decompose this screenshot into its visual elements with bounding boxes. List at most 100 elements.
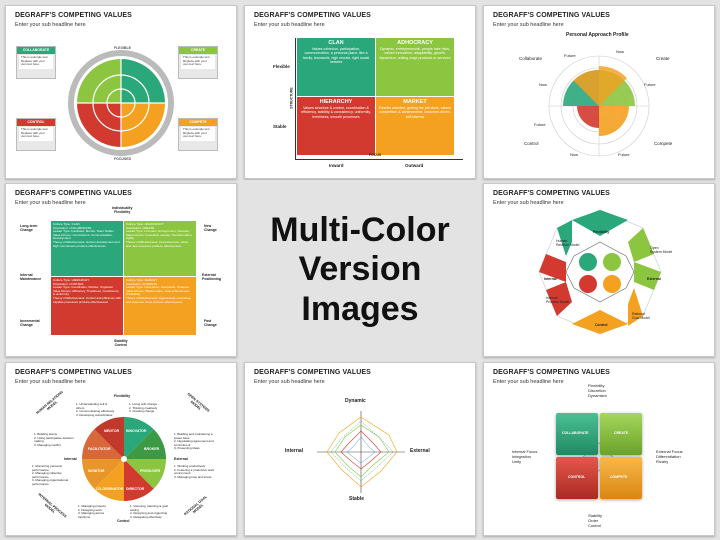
role-director: DIRECTOR bbox=[126, 487, 145, 491]
list-bottom-left: 1. Monitoring personal performance 2. Ma… bbox=[32, 464, 74, 487]
role-facilitator: FACILITATOR bbox=[88, 447, 111, 451]
slide-subtitle: Enter your sub headline here bbox=[15, 22, 86, 28]
control-label: CONTROL bbox=[17, 119, 55, 126]
bottom-axis-label: Stability Control bbox=[114, 339, 128, 348]
human-relations-model: HUMAN RELATIONS MODEL bbox=[35, 390, 64, 415]
slide-title: DEGRAFF'S COMPETING VALUES bbox=[15, 369, 132, 376]
slide-subtitle: Enter your sub headline here bbox=[15, 200, 86, 206]
compete-tile bbox=[600, 457, 642, 499]
market-body: Results oriented, getting the job done, … bbox=[379, 106, 451, 119]
axis-flexible: Flexible bbox=[273, 64, 290, 69]
axis-inward: Inward bbox=[329, 163, 344, 168]
adhocracy-body: Dynamic, entrepreneurial, people take ri… bbox=[379, 47, 451, 60]
list-item: 3. Presenting ideas bbox=[174, 446, 200, 451]
thumbnail-slide-6[interactable]: DEGRAFF'S COMPETING VALUES Enter your su… bbox=[5, 362, 237, 536]
control-box: CONTROL This is example text. Replace wi… bbox=[16, 118, 56, 151]
label-future-right: Future bbox=[644, 82, 656, 87]
left-mid-label: Internal Maintenance bbox=[20, 273, 42, 282]
rational-goal-label: Rational Goal Model bbox=[632, 312, 650, 321]
clan-quadrant: CLAN Values cohesion, participation, com… bbox=[297, 38, 375, 96]
list-item: Order bbox=[588, 518, 599, 524]
list-item: 2. Designing work bbox=[78, 507, 102, 512]
list-item: Integration bbox=[512, 454, 531, 460]
internal-process-label: Internal Process Model bbox=[546, 296, 570, 305]
thumbnail-slide-1[interactable]: DEGRAFF'S COMPETING VALUES Enter your su… bbox=[5, 5, 237, 179]
list-item: Control bbox=[588, 523, 601, 529]
list-item: 1. Managing projects bbox=[78, 504, 106, 508]
label-now-left: Now bbox=[539, 82, 548, 87]
thumbnail-slide-7[interactable]: DEGRAFF'S COMPETING VALUES Enter your su… bbox=[244, 362, 476, 536]
collaborate-label: COLLABORATE bbox=[17, 47, 55, 54]
slide-title: DEGRAFF'S COMPETING VALUES bbox=[493, 190, 610, 197]
slide-title: DEGRAFF'S COMPETING VALUES bbox=[493, 12, 610, 19]
axis-stable: Stable bbox=[273, 124, 287, 129]
clan-body: Values cohesion, participation, communic… bbox=[302, 47, 370, 65]
top-axis-label: Individuality Flexibility bbox=[112, 206, 133, 215]
role-coordinator: CO-ORDINATOR bbox=[96, 487, 124, 491]
ring-label-bottom: FOCUSED bbox=[114, 157, 132, 161]
slide-title: DEGRAFF'S COMPETING VALUES bbox=[254, 369, 371, 376]
list-item: 2. Using participative decision making bbox=[34, 435, 74, 444]
compete-text: This is example text. Replace with your … bbox=[181, 127, 215, 141]
competing-roles-pie bbox=[82, 417, 166, 501]
slide-title: DEGRAFF'S COMPETING VALUES bbox=[493, 369, 610, 376]
list-left: 1. Building teams 2. Using participative… bbox=[34, 432, 74, 447]
bottom-list: Stability Order Control bbox=[588, 513, 602, 529]
control-tile bbox=[556, 457, 598, 499]
right-bottom-label: Fast Change bbox=[204, 319, 217, 328]
adhocracy-heading: ADHOCRACY bbox=[397, 40, 433, 46]
internal-label: Internal bbox=[544, 277, 557, 281]
adhocracy-quadrant: ADHOCRACY Dynamic, entrepreneurial, peop… bbox=[376, 38, 454, 96]
market-quadrant: MARKET Results oriented, getting the job… bbox=[376, 97, 454, 155]
right-top-label: New Change bbox=[204, 224, 217, 233]
slide-subtitle: Enter your sub headline here bbox=[493, 22, 564, 28]
thumbnail-slide-3[interactable]: DEGRAFF'S COMPETING VALUES Enter your su… bbox=[483, 5, 715, 179]
internal-process-model: INTERNAL PROCESS MODEL bbox=[37, 492, 68, 519]
market-heading: MARKET bbox=[403, 99, 427, 105]
list-item: 3. Developing subordinates bbox=[76, 412, 113, 417]
list-item: 2. Fostering a productive work environme… bbox=[174, 467, 215, 476]
list-item: 1. Building and maintaining a power base bbox=[174, 432, 213, 440]
list-item: Discretion bbox=[588, 388, 606, 394]
right-mid-label: External Positioning bbox=[202, 273, 222, 282]
list-item: Differentiation bbox=[656, 454, 681, 460]
clan-heading: CLAN bbox=[328, 40, 344, 46]
collaborate-box: COLLABORATE This is example text. Replac… bbox=[16, 46, 56, 79]
internal-label: Internal bbox=[64, 457, 77, 461]
thumbnail-slide-2[interactable]: DEGRAFF'S COMPETING VALUES Enter your su… bbox=[244, 5, 476, 179]
right-list: External Focus Differentiation Rivalry bbox=[656, 449, 683, 465]
list-item: 3. Creating change bbox=[129, 409, 155, 414]
left-top-label: Long-term Change bbox=[20, 224, 38, 233]
stable-label: Stable bbox=[349, 496, 365, 502]
axis-vertical-line bbox=[295, 38, 296, 160]
list-item: 2. Managing collective performance bbox=[32, 471, 62, 479]
flexibility-label: Flexibility bbox=[593, 230, 610, 234]
list-item: Stability bbox=[588, 513, 603, 518]
thumbnail-slide-8[interactable]: DEGRAFF'S COMPETING VALUES Enter your su… bbox=[483, 362, 715, 536]
role-producer: PRODUCER bbox=[140, 469, 161, 473]
approach-profile-chart bbox=[548, 55, 650, 157]
list-item: 2. Thinking creatively bbox=[129, 405, 158, 410]
axis-focus: FOCUS bbox=[369, 153, 382, 157]
label-future-left: Future bbox=[534, 122, 546, 127]
create-box: CREATE This is example text. Replace wit… bbox=[178, 46, 218, 79]
market-cell: Culture Type: MARKET Orientation: COMPET… bbox=[124, 277, 196, 335]
list-top-right: 1. Living with change 2. Thinking creati… bbox=[129, 402, 169, 414]
list-item: Flexibility bbox=[588, 383, 605, 388]
top-list: Flexibility Discretion Dynamism bbox=[588, 383, 607, 399]
slide-subtitle: Enter your sub headline here bbox=[493, 200, 564, 206]
list-top-left: 1. Understanding self & others 2. Commun… bbox=[76, 402, 116, 417]
caption-line-1: Multi-Color bbox=[270, 211, 450, 250]
slide-subtitle: Enter your sub headline here bbox=[15, 379, 86, 385]
list-item: 1. Monitoring personal performance bbox=[32, 464, 62, 472]
octagon-model-diagram bbox=[538, 209, 662, 335]
thumbnail-slide-4[interactable]: DEGRAFF'S COMPETING VALUES Enter your su… bbox=[5, 183, 237, 357]
profile-heading: Personal Approach Profile bbox=[566, 32, 629, 38]
internal-label: Internal bbox=[285, 448, 304, 454]
collaborate-text: This is example text. Replace with your … bbox=[19, 55, 53, 69]
list-item: 3. Managing conflict bbox=[34, 442, 61, 447]
thumbnail-slide-5[interactable]: DEGRAFF'S COMPETING VALUES Enter your su… bbox=[483, 183, 715, 357]
list-item: 1. Visioning, planning & goal setting bbox=[130, 504, 168, 512]
list-bottom-1: 1. Managing projects 2. Designing work 3… bbox=[78, 504, 116, 519]
radar-chart bbox=[317, 411, 405, 493]
